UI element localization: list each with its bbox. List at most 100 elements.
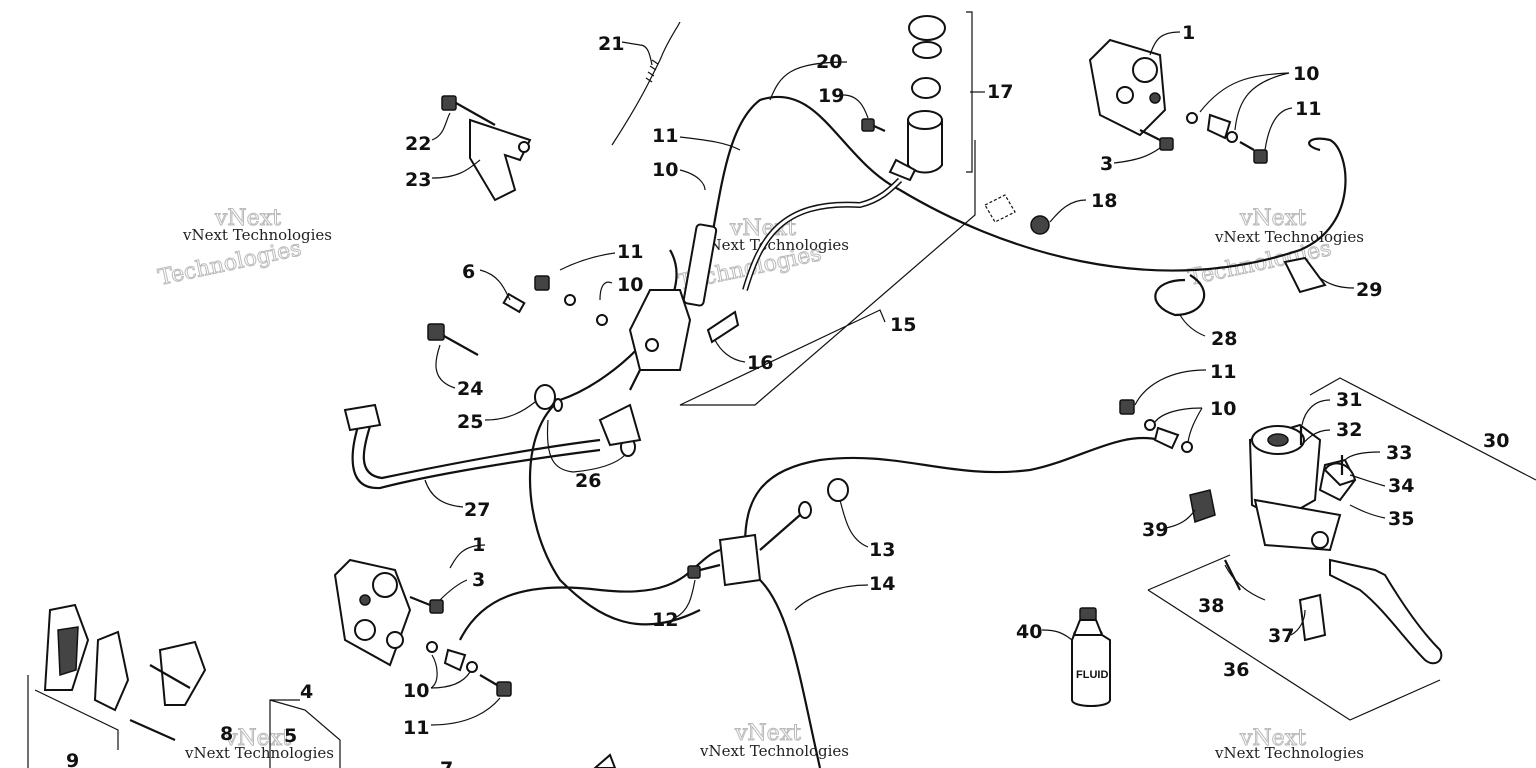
callout-38: 38 <box>1198 595 1224 617</box>
callout-10: 10 <box>652 159 678 181</box>
brake-pads-9 <box>43 603 130 712</box>
bolt-3-upper <box>1139 129 1174 151</box>
callout-16: 16 <box>747 352 773 374</box>
callout-5: 5 <box>284 725 297 747</box>
caliper-1-lower <box>333 558 412 667</box>
part-7 <box>593 753 617 768</box>
switch-37 <box>1298 593 1327 642</box>
callout-1: 1 <box>1182 22 1195 44</box>
callout-31: 31 <box>1336 389 1362 411</box>
fitting-16 <box>706 310 740 344</box>
bolt-11 <box>534 275 550 291</box>
watermark-text: vNext Technologies <box>1214 744 1364 762</box>
callout-1: 1 <box>472 534 485 556</box>
washer-10 <box>1144 419 1156 431</box>
callout-8: 8 <box>220 723 233 745</box>
watermark-text: vNext Technologies <box>699 236 849 254</box>
callout-34: 34 <box>1388 475 1414 497</box>
callout-32: 32 <box>1336 419 1362 441</box>
callout-11: 11 <box>403 717 429 739</box>
tee-block <box>687 478 849 587</box>
clamp-29 <box>1283 256 1327 294</box>
callout-6: 6 <box>462 261 475 283</box>
bracket-23 <box>469 118 532 202</box>
washer-10 <box>466 661 478 673</box>
bracket-outline-30 <box>1309 377 1536 481</box>
callout-30: 30 <box>1483 430 1509 452</box>
leader-lines <box>269 11 1386 768</box>
callout-28: 28 <box>1211 328 1237 350</box>
callout-10: 10 <box>617 274 643 296</box>
callout-4: 4 <box>300 681 313 703</box>
callout-13: 13 <box>869 539 895 561</box>
callout-22: 22 <box>405 133 431 155</box>
callout-10: 10 <box>403 680 429 702</box>
callout-25: 25 <box>457 411 483 433</box>
brake-line-left <box>459 548 721 641</box>
brake-lever-36 <box>1329 558 1443 665</box>
callout-40: 40 <box>1016 621 1042 643</box>
washer-10 <box>426 641 438 653</box>
watermark-big: vNext <box>224 726 291 751</box>
washer-25 <box>534 384 556 410</box>
brake-lines <box>459 95 1347 768</box>
handlebar-master-cylinder-30 <box>1248 423 1357 552</box>
watermark-text: vNext Technologies <box>184 744 334 762</box>
washer-10 <box>1186 112 1198 124</box>
brake-fluid-bottle-40: FLUID <box>1071 607 1111 707</box>
callout-27: 27 <box>464 499 490 521</box>
watermark-big: Technologies <box>156 236 304 291</box>
callout-19: 19 <box>818 85 844 107</box>
callout-24: 24 <box>457 378 483 400</box>
callout-15: 15 <box>890 314 916 336</box>
bolt-11 <box>1119 399 1135 415</box>
callout-17: 17 <box>987 81 1013 103</box>
callout-3: 3 <box>472 569 485 591</box>
callout-26: 26 <box>575 470 601 492</box>
oring-26 <box>553 398 563 412</box>
bracket-outline-4 <box>269 699 341 768</box>
watermark-big: vNext <box>214 206 281 231</box>
callout-14: 14 <box>869 573 895 595</box>
washer-10 <box>1181 441 1193 453</box>
callout-10: 10 <box>1210 398 1236 420</box>
callout-20: 20 <box>816 51 842 73</box>
callout-39: 39 <box>1142 519 1168 541</box>
callout-29: 29 <box>1356 279 1382 301</box>
watermark-big: vNext <box>1239 726 1306 751</box>
bolt-19 <box>861 118 886 133</box>
callout-11: 11 <box>1295 98 1321 120</box>
brake-line-20 <box>698 95 1347 291</box>
callout-9: 9 <box>66 750 79 768</box>
watermark-big: vNext <box>734 721 801 746</box>
callout-36: 36 <box>1223 659 1249 681</box>
bolt-3-lower <box>409 595 444 614</box>
reservoir-17 <box>888 15 946 182</box>
bracket-outline-9 <box>27 675 119 768</box>
callout-21: 21 <box>598 33 624 55</box>
banjo-fitting <box>1153 426 1180 450</box>
callout-35: 35 <box>1388 508 1414 530</box>
callout-37: 37 <box>1268 625 1294 647</box>
parts: FLUID <box>27 15 1536 768</box>
callout-7: 7 <box>440 758 453 768</box>
callout-18: 18 <box>1091 190 1117 212</box>
bolt-22 <box>441 95 496 126</box>
callout-11: 11 <box>617 241 643 263</box>
brake-pedal-27 <box>343 403 642 490</box>
callout-33: 33 <box>1386 442 1412 464</box>
washer-10 <box>564 294 576 306</box>
bracket-outline-36 <box>1147 554 1441 721</box>
callout-23: 23 <box>405 169 431 191</box>
watermark-text: vNext Technologies <box>182 226 332 244</box>
watermark-text: vNext Technologies <box>699 742 849 760</box>
brake-line-front <box>743 436 1161 546</box>
pin-38 <box>1224 559 1241 591</box>
brake-line-14 <box>759 579 822 768</box>
callout-11: 11 <box>652 125 678 147</box>
callout-3: 3 <box>1100 153 1113 175</box>
banjo-fitting <box>443 648 467 672</box>
caliper-1-upper <box>1088 38 1167 137</box>
callout-10: 10 <box>1293 63 1319 85</box>
bolt-24 <box>427 323 479 356</box>
